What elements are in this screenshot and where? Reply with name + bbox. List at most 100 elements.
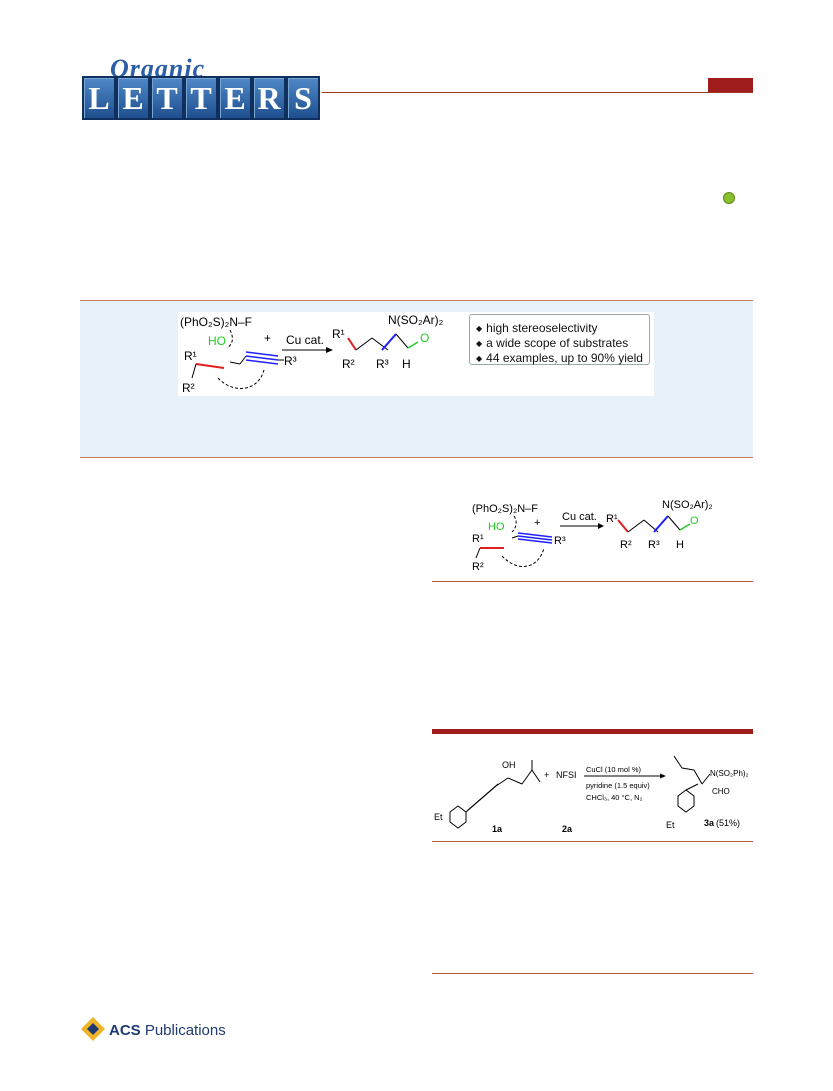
oxygen-label: O <box>420 331 429 345</box>
product-r2-label: R² <box>620 539 632 551</box>
plus-sign: + <box>534 517 540 529</box>
condition-solvent: CHCl₃, 40 °C, N₂ <box>586 793 643 802</box>
highlights-box: high stereoselectivity a wide scope of s… <box>469 314 650 365</box>
hydroxyl-label: HO <box>208 334 226 348</box>
attack-arrow <box>226 329 233 349</box>
reagent-label: (PhO₂S)₂N–F <box>180 315 252 329</box>
figure-1-rule <box>432 581 753 582</box>
yield-3a-label: (51%) <box>716 818 740 828</box>
r3-label: R³ <box>284 354 297 368</box>
product-r3-label: R³ <box>376 357 389 371</box>
figure-1-graphic: (PhO₂S)₂N–F HO + R³ R¹ R² Cu cat. R¹ O H… <box>472 499 713 573</box>
bond <box>693 769 703 785</box>
catalyst-label: Cu cat. <box>286 333 324 347</box>
bond <box>507 777 523 785</box>
hydroxyl-label: HO <box>488 521 505 533</box>
r3-label: R³ <box>554 535 566 547</box>
reaction-arrowhead <box>660 773 666 779</box>
logo-letter: T <box>190 80 212 116</box>
product-group-label: N(SO₂Ph)₂ <box>710 769 749 778</box>
r2-label: R² <box>182 381 195 395</box>
logo-letter: E <box>122 80 144 116</box>
logo-letter-box: L <box>82 76 116 120</box>
logo-letter-box: R <box>252 76 286 120</box>
acs-logo-icon[interactable] <box>80 1016 106 1042</box>
bond <box>475 547 481 559</box>
product-r1-label: R¹ <box>332 327 345 341</box>
bond <box>395 333 409 349</box>
alkyne-bond <box>517 538 553 544</box>
r1-label: R¹ <box>472 533 484 545</box>
highlight-item: high stereoselectivity <box>476 321 649 336</box>
bond <box>191 363 197 379</box>
catalyst-label: Cu cat. <box>562 511 597 523</box>
product-r1-label: R¹ <box>606 513 618 525</box>
carbonyl-bond <box>407 341 419 349</box>
acs-brand-rest: Publications <box>140 1022 226 1039</box>
open-access-icon[interactable] <box>723 192 735 204</box>
alkene-bond <box>195 363 225 369</box>
product-alkene-blue <box>381 333 397 351</box>
nfsi-label: NFSI <box>556 770 577 780</box>
alkene-bond <box>681 767 695 771</box>
alkene-bond <box>521 769 533 785</box>
alkyne-bond <box>245 355 279 361</box>
hydrogen-label: H <box>402 357 411 371</box>
logo-letter-box: E <box>218 76 252 120</box>
acs-brand-bold: ACS <box>109 1022 141 1039</box>
logo-letter: T <box>156 80 178 116</box>
bond <box>239 355 247 365</box>
logo-letter-box: E <box>116 76 150 120</box>
product-r3-label: R³ <box>648 539 660 551</box>
journal-logo: Organic L E T T E R S <box>82 54 322 120</box>
logo-letter: R <box>257 80 281 116</box>
cyclization-arrow <box>501 547 545 567</box>
scheme-title-bar <box>432 729 753 734</box>
phenyl-ring <box>449 805 467 829</box>
logo-letter: E <box>224 80 246 116</box>
reaction-arrowhead <box>598 523 604 529</box>
acs-publications-link[interactable]: ACS Publications <box>109 1022 226 1039</box>
alkyne-bond <box>245 351 279 357</box>
product-alkene-blue <box>653 515 669 533</box>
logo-letter-box: T <box>184 76 218 120</box>
bond <box>229 361 241 365</box>
scheme-rule <box>432 841 753 842</box>
logo-letter: L <box>88 80 110 116</box>
product-group-label: N(SO₂Ar)₂ <box>388 313 444 327</box>
product-alkene-red <box>617 519 629 533</box>
acs-logo-center <box>87 1023 99 1035</box>
alkyne-bond <box>517 535 553 541</box>
ethyl-label-left: Et <box>434 812 443 822</box>
plus-sign: + <box>544 770 549 780</box>
bond <box>371 337 389 351</box>
logo-letter-box: T <box>150 76 184 120</box>
scheme-1-graphic: Et OH 1a + NFSI 2a CuCl (10 mol %) pyrid… <box>434 755 749 834</box>
header-tab <box>708 78 753 92</box>
plus-sign: + <box>264 331 271 345</box>
ethyl-label-right: Et <box>666 820 675 830</box>
reagent-label: (PhO₂S)₂N–F <box>472 503 538 515</box>
hydrogen-label: H <box>676 539 684 551</box>
compound-2a-label: 2a <box>562 824 573 834</box>
reaction-arrowhead <box>326 347 333 353</box>
bond <box>685 783 699 791</box>
r2-label: R² <box>472 561 484 573</box>
alkyne-bond <box>467 783 499 811</box>
logo-letter: S <box>294 80 312 116</box>
logo-letter-box: S <box>286 76 320 120</box>
highlight-item: 44 examples, up to 90% yield <box>476 351 649 366</box>
bond <box>673 755 683 769</box>
bond <box>355 337 373 351</box>
condition-catalyst: CuCl (10 mol %) <box>586 765 642 774</box>
aldehyde-label: CHO <box>712 787 730 796</box>
highlight-item: a wide scope of substrates <box>476 336 649 351</box>
alkyne-bond <box>517 532 553 538</box>
header-rule <box>322 92 753 93</box>
product-group-label: N(SO₂Ar)₂ <box>662 499 713 511</box>
bond <box>667 515 681 531</box>
alkene-bond <box>701 773 711 785</box>
r1-label: R¹ <box>184 349 197 363</box>
table-bottom-rule <box>432 973 753 974</box>
product-alkene-red <box>347 337 357 351</box>
